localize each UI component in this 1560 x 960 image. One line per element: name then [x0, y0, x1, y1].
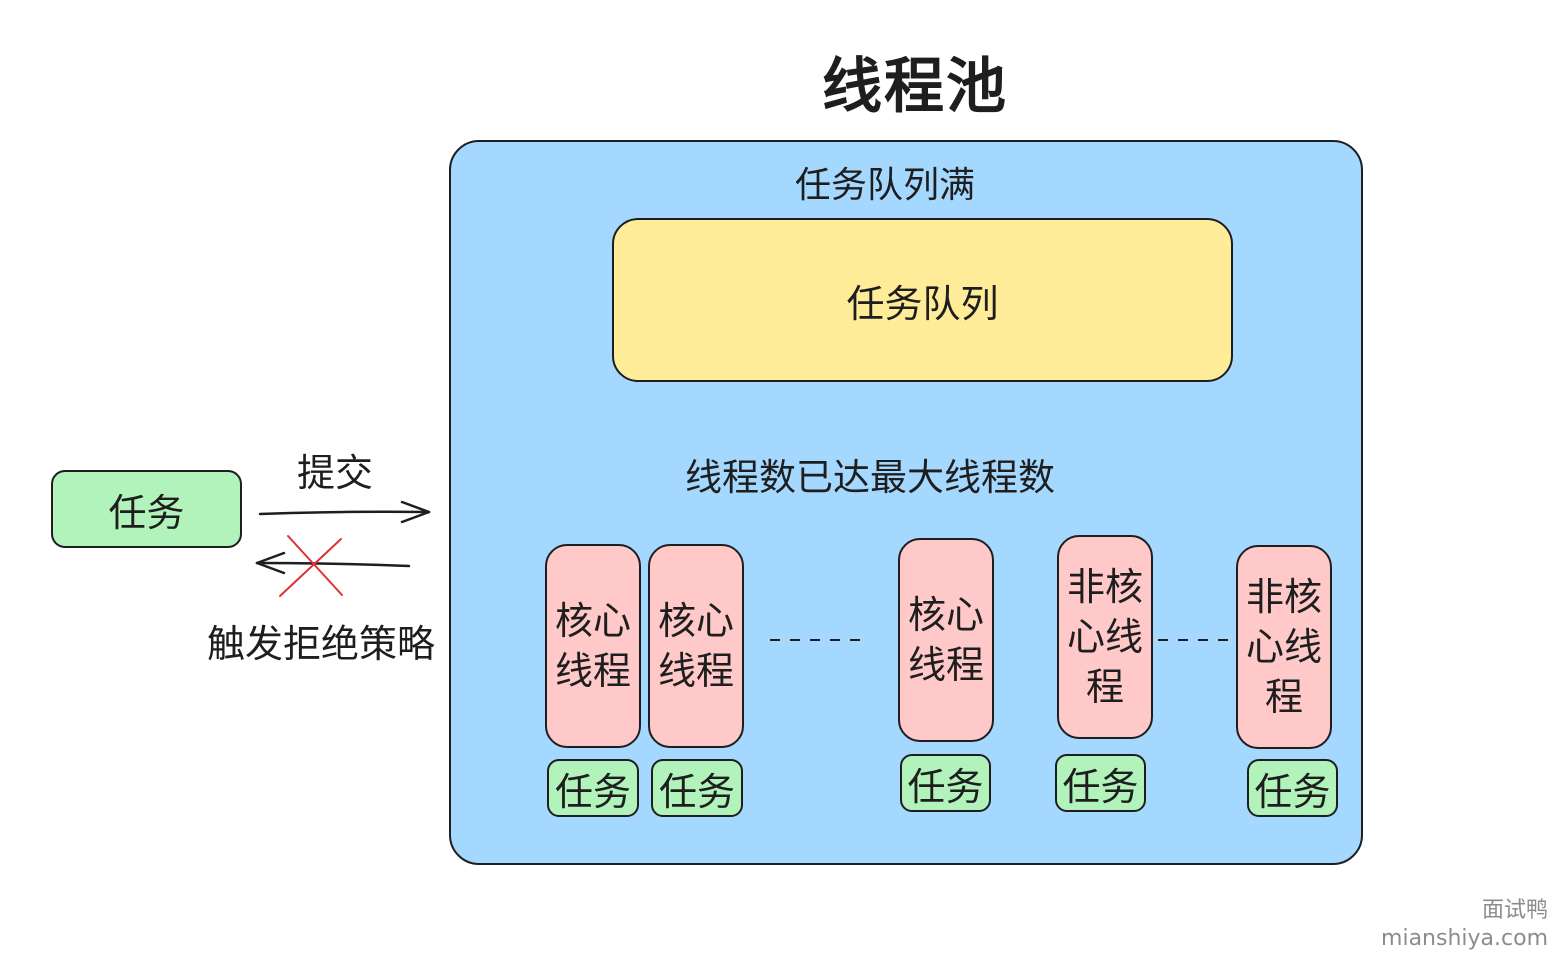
queue-full-label: 任务队列满 — [794, 165, 975, 206]
non-core-thread-box: 非核心线程 — [1236, 545, 1332, 749]
thread-task-box: 任务 — [651, 759, 743, 817]
incoming-task-box: 任务 — [51, 470, 242, 548]
submit-label: 提交 — [296, 450, 373, 495]
core-thread-box: 核心线程 — [545, 544, 641, 748]
diagram-title: 线程池 — [822, 51, 1008, 122]
reject-policy-label: 触发拒绝策略 — [206, 621, 435, 666]
submit-arrow — [258, 500, 431, 524]
task-queue-box: 任务队列 — [612, 218, 1233, 382]
non-core-thread-box: 非核心线程 — [1057, 535, 1153, 739]
task-queue-label: 任务队列 — [846, 281, 999, 326]
incoming-task-label: 任务 — [108, 490, 185, 535]
thread-task-box: 任务 — [1247, 759, 1338, 817]
core-thread-box: 核心线程 — [648, 544, 744, 748]
thread-task-box: 任务 — [547, 759, 639, 817]
reject-cross-icon — [279, 535, 343, 597]
max-threads-label: 线程数已达最大线程数 — [685, 456, 1055, 499]
reject-arrow — [255, 551, 411, 575]
thread-task-box: 任务 — [900, 754, 991, 812]
watermark-site: mianshiya.com — [1381, 925, 1548, 951]
watermark-name: 面试鸭 — [1481, 898, 1548, 923]
core-thread-box: 核心线程 — [898, 538, 994, 742]
thread-task-box: 任务 — [1055, 754, 1146, 812]
